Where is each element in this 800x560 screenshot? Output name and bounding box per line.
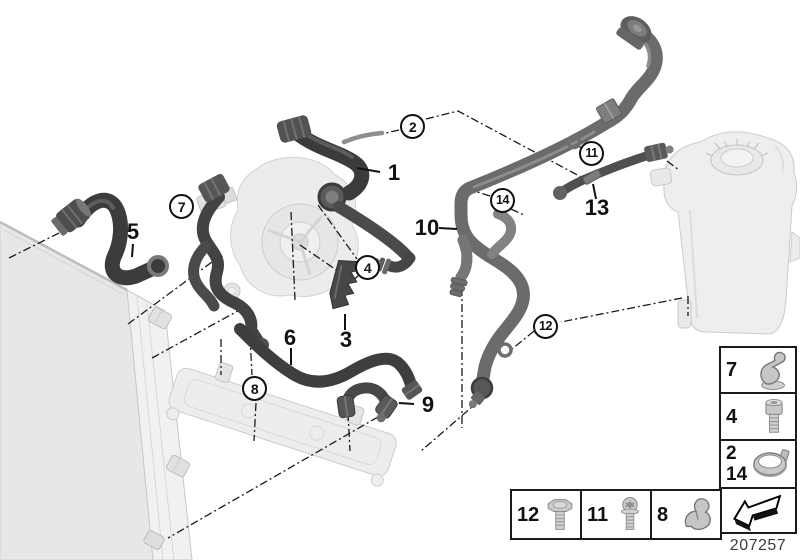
- legend-box-8: 8: [650, 489, 722, 540]
- retaining-clip-icon: [684, 497, 711, 530]
- eyelet-11: [566, 134, 582, 150]
- callout-leader-lines: [131, 167, 597, 405]
- hose-10: [449, 16, 663, 409]
- radiator-port-upper: [147, 306, 173, 330]
- tank-inlet-neck: [649, 167, 673, 187]
- callout-circle-4[interactable]: 4: [355, 255, 380, 280]
- tank-cap: [705, 139, 769, 176]
- callout-10[interactable]: 10: [414, 215, 440, 240]
- legend-box-4: 4: [719, 392, 797, 441]
- legend-label-14: 14: [726, 464, 748, 485]
- radiator-ghost: [0, 220, 193, 560]
- legend-bottom-row: 12 11 8: [510, 489, 722, 540]
- callout-circle-2[interactable]: 2: [400, 114, 425, 139]
- legend-box-12: 12: [510, 489, 582, 540]
- legend-box-2-14: 2 14: [719, 439, 797, 489]
- radiator-port-lower: [165, 454, 191, 478]
- tank-bottom-port: [677, 299, 692, 329]
- callout-1[interactable]: 1: [387, 160, 401, 185]
- legend-box-7: 7: [719, 346, 797, 394]
- direction-arrow-icon: [733, 494, 782, 531]
- hose-13: [553, 142, 674, 200]
- callout-9[interactable]: 9: [421, 392, 435, 417]
- legend-label-4: 4: [726, 405, 738, 428]
- expansion-tank-ghost: [649, 131, 800, 335]
- radiator-port-bottom: [143, 530, 165, 550]
- diagram-number: 207257: [729, 537, 787, 554]
- oil-cooler-ghost: [166, 362, 397, 487]
- legend-label-12: 12: [517, 503, 540, 526]
- callout-circle-14[interactable]: 14: [490, 188, 515, 213]
- legend-side-column: 7 4 2 14: [719, 346, 797, 534]
- hose-7: [188, 174, 269, 352]
- callout-6[interactable]: 6: [283, 325, 297, 350]
- legend-label-2: 2: [726, 443, 737, 464]
- eyelet-12: [497, 342, 513, 358]
- callout-13[interactable]: 13: [584, 195, 610, 220]
- callout-5[interactable]: 5: [126, 219, 140, 244]
- filler-neck-connector: [616, 16, 652, 50]
- hose-6: [234, 323, 423, 400]
- legend-label-11: 11: [587, 503, 609, 526]
- legend-box-11: 11: [580, 489, 652, 540]
- callout-circle-7[interactable]: 7: [169, 194, 194, 219]
- legend-label-7: 7: [726, 359, 738, 381]
- callout-circle-11[interactable]: 11: [579, 141, 604, 166]
- hose-5: [51, 192, 169, 286]
- callout-3[interactable]: 3: [339, 327, 353, 352]
- callout-circle-12[interactable]: 12: [533, 314, 558, 339]
- legend-box-arrow: [719, 487, 797, 534]
- vent-hose-2: [341, 130, 385, 145]
- hex-bolt-icon: [547, 498, 573, 530]
- socket-bolt-icon: [765, 398, 783, 433]
- hose-clamp-icon: [753, 449, 790, 477]
- torx-bolt-icon: [621, 496, 639, 530]
- hose-9: [336, 382, 398, 423]
- callout-circle-8[interactable]: 8: [242, 376, 267, 401]
- spring-clip-icon: [760, 351, 786, 390]
- legend-label-8: 8: [657, 503, 669, 526]
